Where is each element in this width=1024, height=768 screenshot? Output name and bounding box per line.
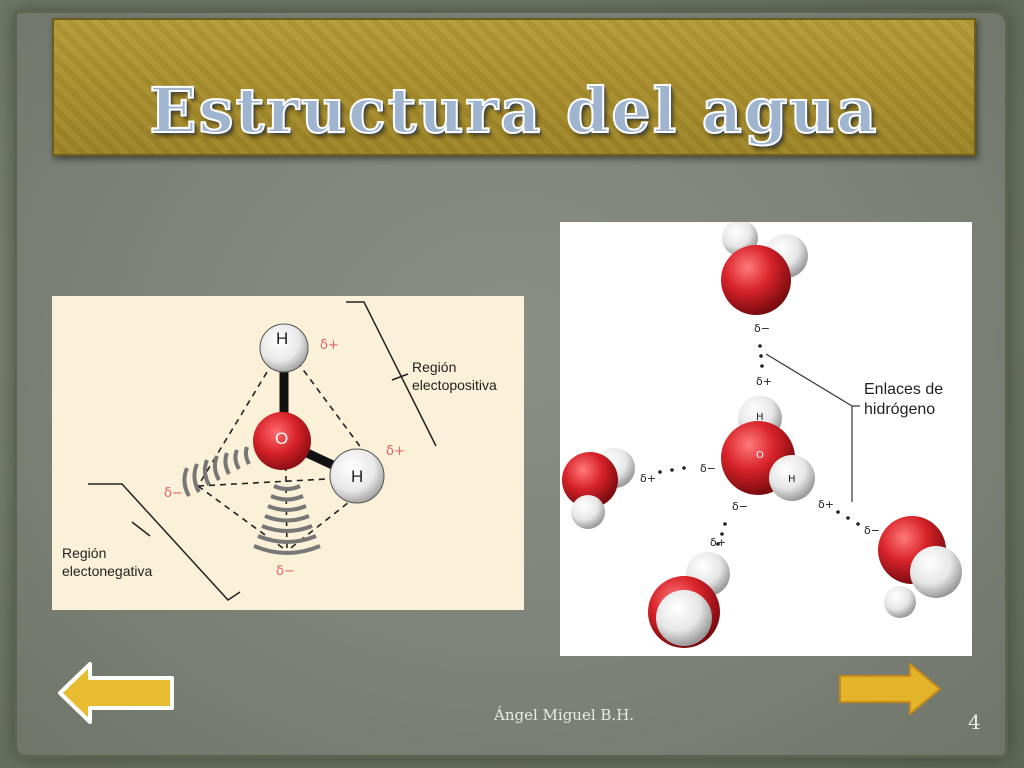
slide-title: Estructura del agua <box>148 74 879 147</box>
delta-minus-left: δ− <box>164 486 183 501</box>
delta-minus-top: δ− <box>754 322 770 335</box>
molecule-left <box>562 448 635 529</box>
bracket-positive <box>346 301 437 447</box>
region-negative-label: Región electonegativa <box>62 545 153 579</box>
atom-o-label: O <box>275 429 289 448</box>
center-h2-label: H <box>788 474 796 485</box>
center-o-label: O <box>756 450 764 461</box>
hydrogen-bonds-label: Enlaces de hidrógeno <box>864 381 944 418</box>
hydrogen-bonds-svg <box>562 220 962 648</box>
molecule-bottom <box>648 552 730 648</box>
atom-h-top-label: H <box>276 329 289 348</box>
lone-pair-left <box>182 446 251 497</box>
region-positive-label: Región electopositiva <box>412 359 497 393</box>
hydrogen-top-atom <box>259 323 309 373</box>
delta-minus-bottom: δ− <box>732 500 748 513</box>
oxygen-atom <box>253 412 311 470</box>
lone-pair-bottom <box>253 484 321 555</box>
atom-h-right-label: H <box>351 467 364 486</box>
title-banner: Estructura del agua <box>52 18 976 156</box>
delta-minus-right: δ− <box>864 524 880 537</box>
delta-plus-right: δ+ <box>818 498 834 511</box>
molecule-right <box>878 516 962 618</box>
tetrahedron-diagram <box>88 301 437 601</box>
label-leaders <box>765 353 860 502</box>
center-h-label: H <box>756 412 764 423</box>
molecule-top <box>721 220 808 315</box>
molecule-center <box>721 396 815 501</box>
hydrogen-bond-dots <box>658 344 860 546</box>
previous-slide-button[interactable] <box>56 662 176 724</box>
delta-minus-left: δ− <box>700 462 716 475</box>
bracket-negative <box>88 483 241 601</box>
author-footer: Ángel Miguel B.H. <box>494 706 635 724</box>
delta-minus-bottom: δ− <box>276 564 295 579</box>
delta-plus-right: δ+ <box>386 444 405 459</box>
right-arrow-icon <box>839 663 941 715</box>
left-arrow-icon <box>58 662 174 724</box>
delta-plus-top: δ+ <box>320 338 339 353</box>
hydrogen-bonds-diagram: δ− δ+ δ+ δ− δ− δ+ δ+ δ− H O H Enlaces de… <box>560 220 972 656</box>
page-number: 4 <box>968 710 981 734</box>
delta-plus-left: δ+ <box>640 472 656 485</box>
next-slide-button[interactable] <box>836 660 944 718</box>
delta-plus-bottom: δ+ <box>710 536 726 549</box>
hydrogen-right-atom <box>329 448 385 504</box>
delta-plus-top: δ+ <box>756 375 772 388</box>
water-molecule-diagram: H O H δ+ δ+ δ− δ− Región electopositiva … <box>52 296 524 610</box>
